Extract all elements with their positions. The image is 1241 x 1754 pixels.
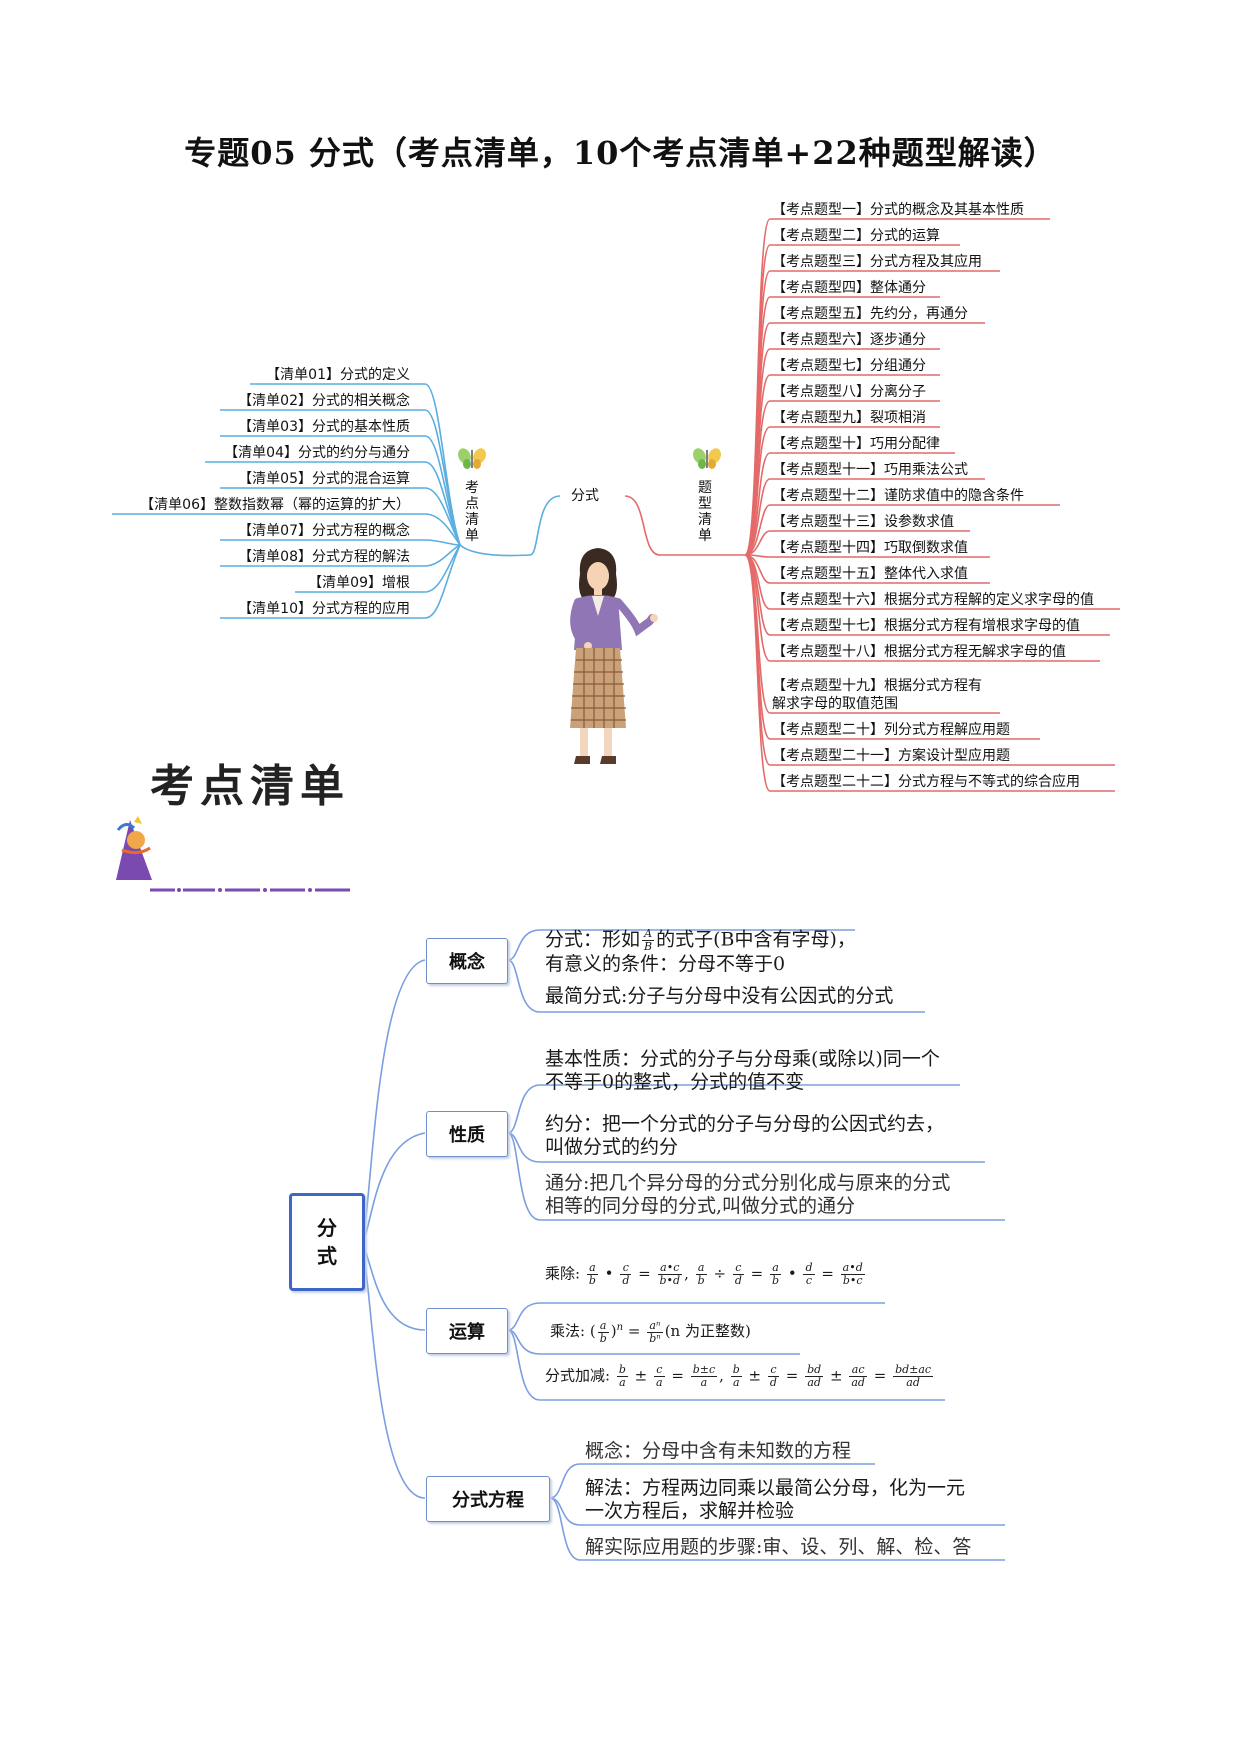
left-list-item: 【清单03】分式的基本性质	[238, 419, 410, 435]
right-list-item: 【考点题型十】巧用分配律	[772, 436, 940, 452]
right-branch-label: 题型清单	[698, 480, 712, 544]
mindmap1-center: 分式	[571, 488, 599, 504]
right-list-item: 【考点题型九】裂项相消	[772, 410, 926, 426]
category-concept: 概念	[426, 938, 508, 984]
right-list-item: 【考点题型十六】根据分式方程解的定义求字母的值	[772, 592, 1094, 608]
right-list-item: 【考点题型二】分式的运算	[772, 228, 940, 244]
equation-concept: 概念：分母中含有未知数的方程	[585, 1440, 852, 1462]
right-list-item: 【考点题型二十】列分式方程解应用题	[772, 722, 1010, 738]
category-equation: 分式方程	[426, 1476, 550, 1522]
right-list-item: 【考点题型四】整体通分	[772, 280, 926, 296]
section-banner-title: 考点清单	[150, 761, 350, 812]
mindmap2-root: 分式	[289, 1193, 365, 1291]
left-list-item: 【清单07】分式方程的概念	[238, 523, 410, 539]
right-list-item: 【考点题型二十二】分式方程与不等式的综合应用	[772, 774, 1080, 790]
right-list-item: 【考点题型七】分组通分	[772, 358, 926, 374]
right-list-item: 【考点题型五】先约分，再通分	[772, 306, 968, 322]
teacher-illustration	[570, 548, 658, 764]
left-list-item: 【清单05】分式的混合运算	[238, 471, 410, 487]
page-title: 专题05 分式（考点清单，10个考点清单+22种题型解读）	[184, 134, 1057, 172]
right-list-item: 【考点题型三】分式方程及其应用	[772, 254, 982, 270]
category-property: 性质	[426, 1111, 508, 1157]
right-list-item: 【考点题型十三】设参数求值	[772, 514, 954, 530]
right-list-item: 【考点题型十四】巧取倒数求值	[772, 540, 968, 556]
property-basic: 基本性质：分式的分子与分母乘(或除以)同一个不等于0的整式，分式的值不变	[545, 1048, 940, 1093]
left-branch-label: 考点清单	[465, 480, 479, 544]
concept-simplest-fraction: 最简分式:分子与分母中没有公因式的分式	[545, 985, 894, 1007]
butterfly-icon	[458, 448, 486, 469]
right-list-item: 【考点题型十九】根据分式方程有解求字母的取值范围	[772, 678, 982, 712]
butterfly-icon	[693, 448, 721, 469]
right-list-item: 【考点题型二十一】方案设计型应用题	[772, 748, 1010, 764]
right-list-item: 【考点题型十五】整体代入求值	[772, 566, 968, 582]
right-list-item: 【考点题型十二】谨防求值中的隐含条件	[772, 488, 1024, 504]
left-list-item: 【清单04】分式的约分与通分	[224, 445, 410, 461]
left-list-item: 【清单08】分式方程的解法	[238, 549, 410, 565]
right-list-item: 【考点题型一】分式的概念及其基本性质	[772, 202, 1024, 218]
right-list-item: 【考点题型十七】根据分式方程有增根求字母的值	[772, 618, 1080, 634]
category-operation: 运算	[426, 1308, 508, 1354]
mindmap1-connectors	[112, 218, 1120, 792]
left-list-item: 【清单06】整数指数幂（幂的运算的扩大）	[140, 497, 410, 513]
right-list-item: 【考点题型六】逐步通分	[772, 332, 926, 348]
equation-application-steps: 解实际应用题的步骤:审、设、列、解、检、答	[585, 1536, 972, 1558]
left-list-item: 【清单09】增根	[308, 575, 410, 591]
left-list-item: 【清单01】分式的定义	[266, 367, 410, 383]
right-list-item: 【考点题型十八】根据分式方程无解求字母的值	[772, 644, 1066, 660]
property-common-denominator: 通分:把几个异分母的分式分别化成与原来的分式相等的同分母的分式,叫做分式的通分	[545, 1172, 951, 1217]
right-list-item: 【考点题型八】分离分子	[772, 384, 926, 400]
right-list-item: 【考点题型十一】巧用乘法公式	[772, 462, 968, 478]
root-label: 分式	[317, 1216, 337, 1268]
equation-solution-method: 解法：方程两边同乘以最简公分母，化为一元一次方程后，求解并检验	[585, 1477, 966, 1522]
property-reduction: 约分：把一个分式的分子与分母的公因式约去，叫做分式的约分	[545, 1113, 945, 1158]
left-list-item: 【清单10】分式方程的应用	[238, 601, 410, 617]
left-list-item: 【清单02】分式的相关概念	[238, 393, 410, 409]
